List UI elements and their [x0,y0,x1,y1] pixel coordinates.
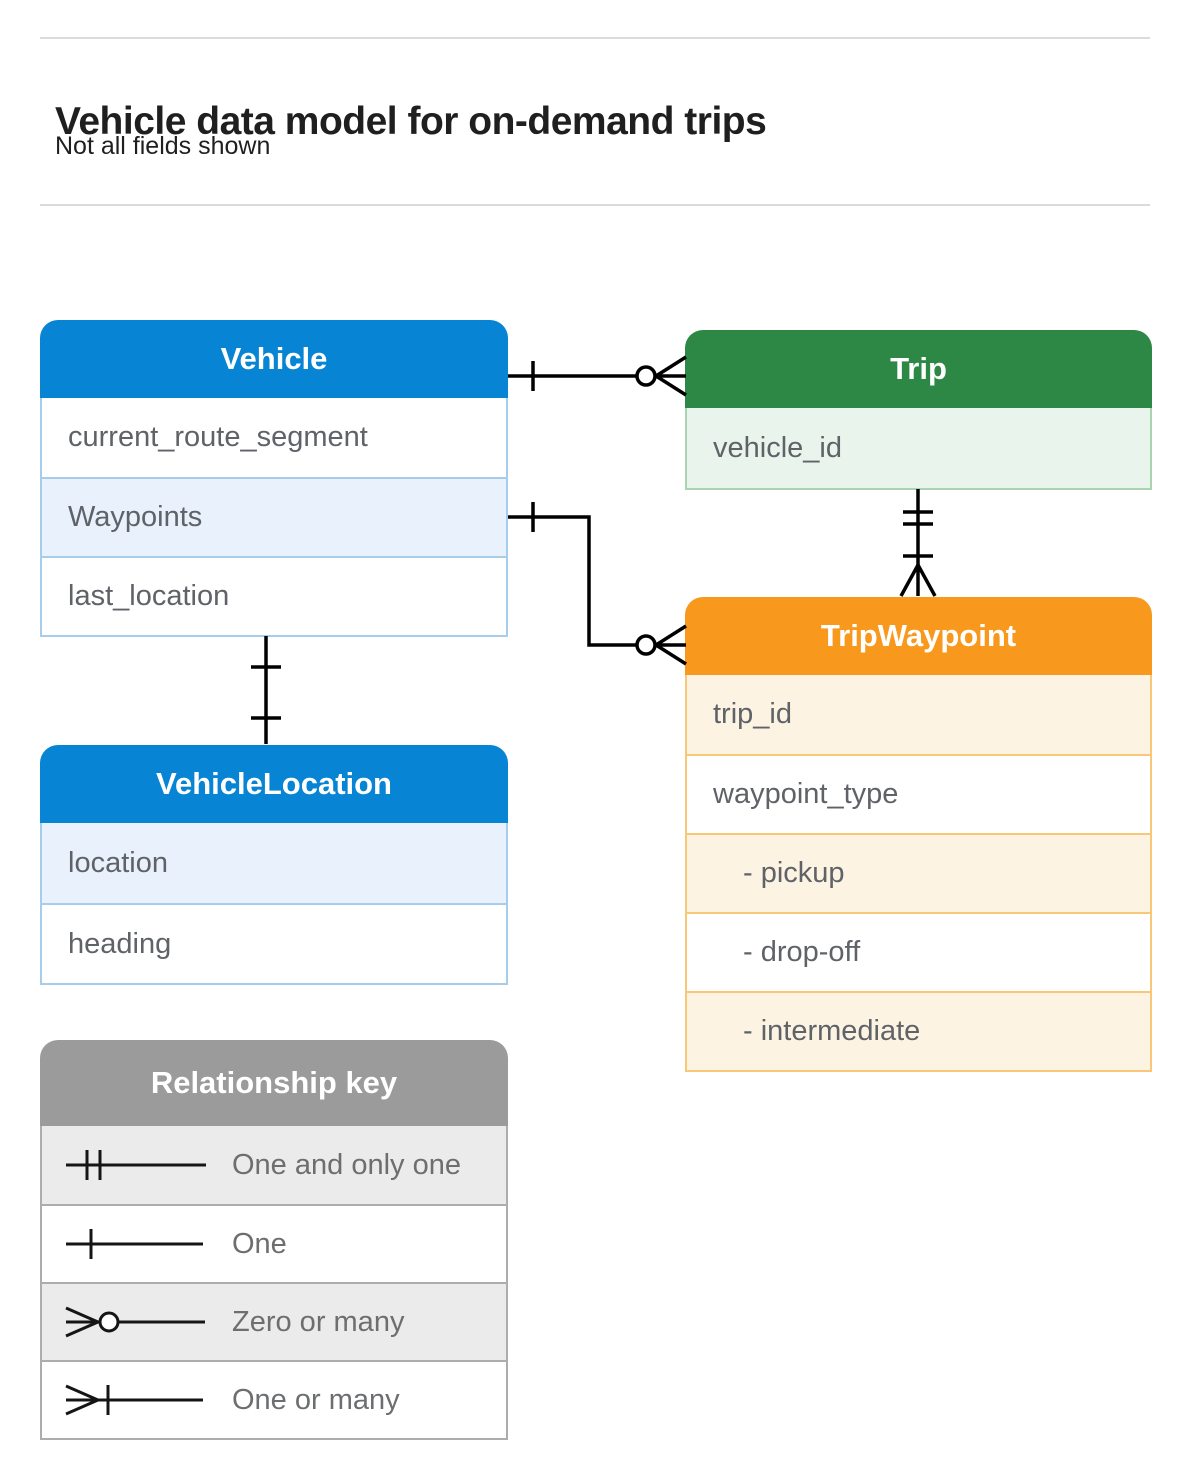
entity-vehicle-location-title: VehicleLocation [40,745,508,823]
legend-row: One [42,1204,506,1282]
table-row: last_location [42,556,506,635]
page-subtitle: Not all fields shown [55,132,271,160]
one-and-only-one-symbol-icon [60,1143,210,1187]
one-symbol-icon [60,1222,210,1266]
entity-trip-title: Trip [685,330,1152,408]
zero-or-many-symbol-icon [60,1300,210,1344]
subtitle-divider [40,204,1150,206]
entity-vehicle-location: VehicleLocation location heading [40,745,508,985]
table-row: - drop-off [687,912,1150,991]
relationship-key: Relationship key One and only one One [40,1040,508,1440]
entity-vehicle: Vehicle current_route_segment Waypoints … [40,320,508,637]
table-row: location [42,823,506,903]
table-row: current_route_segment [68,421,368,453]
table-row: - intermediate [687,991,1150,1070]
connector-trip-tripwaypoint [899,489,937,597]
legend-row: One or many [42,1360,506,1438]
connector-vehicle-vehiclelocation [251,636,281,744]
legend-label: One and only one [232,1148,461,1181]
entity-vehicle-title: Vehicle [40,320,508,398]
table-row: vehicle_id [687,408,1150,488]
table-row: - pickup [687,833,1150,912]
entity-trip-waypoint: TripWaypoint trip_id waypoint_type - pic… [685,597,1152,1072]
table-row: waypoint_type [687,754,1150,833]
legend-row: One and only one [42,1126,506,1204]
table-row: trip_id [687,675,1150,754]
table-row: heading [42,903,506,983]
page-title: Vehicle data model for on-demand trips [55,100,767,144]
one-or-many-symbol-icon [60,1378,210,1422]
connector-waypoints-tripwaypoint [508,502,687,666]
legend-label: One [232,1227,287,1260]
entity-trip-waypoint-title: TripWaypoint [685,597,1152,675]
relationship-key-title: Relationship key [40,1040,508,1126]
legend-label: Zero or many [232,1305,405,1338]
legend-row: Zero or many [42,1282,506,1360]
legend-label: One or many [232,1383,400,1416]
table-row: Waypoints [42,477,506,556]
top-divider [40,37,1150,39]
connector-vehicle-trip [508,355,687,397]
entity-trip: Trip vehicle_id [685,330,1152,490]
